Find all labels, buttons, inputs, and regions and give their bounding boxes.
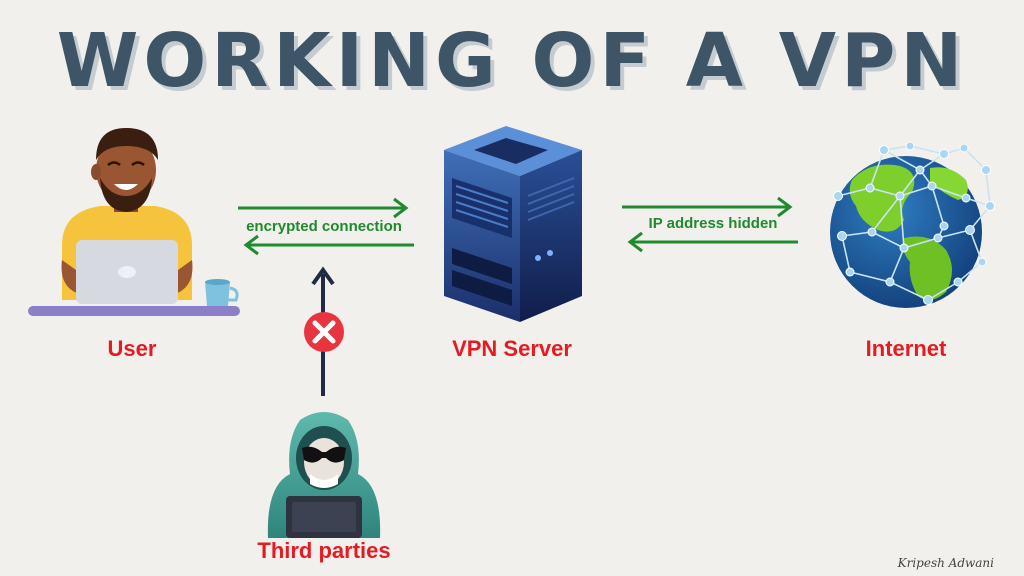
node-label-third-parties: Third parties: [257, 538, 391, 563]
cross-circle-icon: [304, 312, 344, 352]
hooded-hacker-icon: [267, 412, 381, 538]
globe-network-icon: [830, 141, 995, 308]
ip-hidden-arrows: [622, 196, 798, 253]
server-tower-icon: [444, 126, 582, 322]
node-label-user: User: [107, 336, 157, 361]
encrypted-connection-label: encrypted connection: [246, 218, 402, 235]
author-signature: Kripesh Adwani: [897, 556, 994, 570]
node-label-vpn-server: VPN Server: [452, 336, 572, 361]
encrypted-connection-arrows: [238, 197, 414, 256]
person-with-laptop-icon: [28, 128, 240, 316]
node-label-internet: Internet: [865, 336, 947, 361]
ip-hidden-label: IP address hidden: [648, 215, 778, 232]
page-title: WORKING OF A VPN: [56, 18, 968, 104]
